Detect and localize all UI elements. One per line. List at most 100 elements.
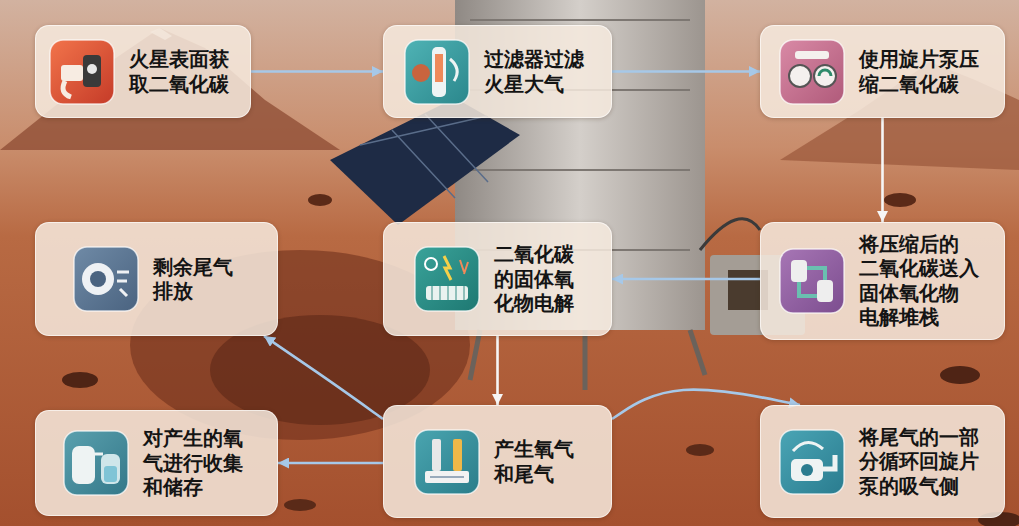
- process-box: 火星表面获 取二氧化碳: [35, 25, 251, 118]
- step-icon: [779, 39, 845, 105]
- icon-part: [101, 454, 120, 484]
- icon-part: [807, 268, 825, 280]
- text-column: 二氧化碳 的固体氧 化物电解: [494, 242, 582, 315]
- cable: [700, 219, 760, 250]
- icon-part: [793, 442, 823, 451]
- process-box: 使用旋片泵压 缩二氧化碳: [760, 25, 1005, 118]
- box-text: 过滤器过滤 火星大气: [484, 47, 592, 96]
- text-column: 使用旋片泵压 缩二氧化碳: [859, 47, 987, 96]
- icon-tile: [50, 40, 114, 104]
- text-column: 过滤器过滤 火星大气: [484, 47, 592, 96]
- icon-part: [450, 59, 457, 81]
- icon-part: [426, 286, 468, 300]
- icon-part: [425, 471, 469, 483]
- box-text: 使用旋片泵压 缩二氧化碳: [859, 47, 987, 96]
- box-text: 将压缩后的 二氧化碳送入 固体氧化物 电解堆栈: [859, 232, 987, 330]
- icon-part: [789, 65, 811, 87]
- rock: [62, 372, 98, 388]
- device-leg: [470, 330, 705, 390]
- flow-arrow: [251, 70, 383, 73]
- step-icon: [414, 429, 480, 495]
- icon-part: [799, 282, 817, 296]
- icon-part: [432, 286, 464, 300]
- text-column: 火星表面获 取二氧化碳: [129, 47, 237, 96]
- step-icon: [49, 39, 115, 105]
- icon-tile: [780, 430, 844, 494]
- icon-part: [817, 280, 833, 302]
- icon-part: [460, 260, 468, 274]
- icon-part: [432, 47, 446, 97]
- icon-tile: [780, 249, 844, 313]
- box-text: 火星表面获 取二氧化碳: [129, 47, 237, 96]
- solar-grid: [360, 114, 488, 198]
- box-text: 二氧化碳 的固体氧 化物电解: [494, 242, 582, 315]
- icon-part: [444, 256, 451, 280]
- icon-tile: [64, 431, 128, 495]
- rock: [686, 444, 714, 456]
- icon-part: [814, 65, 836, 87]
- process-box: 剩余尾气 排放: [35, 222, 278, 336]
- text-column: 剩余尾气 排放: [153, 255, 241, 304]
- step-icon: [73, 246, 139, 312]
- flow-arrow: [496, 336, 499, 405]
- text-column: 对产生的氧 气进行收集 和储存: [143, 426, 251, 499]
- text-column: 产生氧气 和尾气: [494, 437, 582, 486]
- icon-part: [430, 476, 464, 478]
- process-box: 过滤器过滤 火星大气: [383, 25, 612, 118]
- rock: [940, 366, 980, 384]
- icon-part: [63, 81, 71, 97]
- icon-part: [83, 55, 101, 87]
- icon-part: [795, 51, 829, 59]
- icon-part: [61, 65, 83, 81]
- step-icon: [404, 39, 470, 105]
- process-box: 将尾气的一部 分循环回旋片 泵的吸气侧: [760, 405, 1005, 518]
- icon-part: [791, 260, 807, 282]
- icon-part: [453, 439, 462, 471]
- process-box: 产生氧气 和尾气: [383, 405, 612, 518]
- box-text: 产生氧气 和尾气: [494, 437, 582, 486]
- rock: [284, 499, 316, 511]
- icon-part: [104, 466, 117, 482]
- text-column: 将压缩后的 二氧化碳送入 固体氧化物 电解堆栈: [859, 232, 987, 330]
- icon-part: [117, 272, 129, 296]
- flow-arrow: [264, 336, 383, 419]
- step-icon: [779, 429, 845, 495]
- flow-arrow: [612, 70, 760, 73]
- icon-part: [72, 446, 95, 484]
- flow-arrow: [612, 278, 760, 281]
- text-column: 将尾气的一部 分循环回旋片 泵的吸气侧: [859, 425, 987, 498]
- step-icon: [414, 246, 480, 312]
- icon-part: [90, 271, 106, 287]
- step-icon: [63, 430, 129, 496]
- icon-part: [425, 258, 437, 270]
- rock: [884, 193, 916, 207]
- rock: [308, 194, 332, 206]
- icon-part: [432, 439, 441, 471]
- icon-part: [95, 453, 103, 456]
- icon-part: [82, 263, 114, 295]
- box-text: 对产生的氧 气进行收集 和储存: [143, 426, 251, 499]
- icon-tile: [415, 430, 479, 494]
- icon-tile: [780, 40, 844, 104]
- icon-tile: [405, 40, 469, 104]
- process-box: 将压缩后的 二氧化碳送入 固体氧化物 电解堆栈: [760, 222, 1005, 340]
- box-text: 剩余尾气 排放: [153, 255, 241, 304]
- flow-arrow: [278, 462, 383, 465]
- icon-part: [791, 459, 823, 481]
- flow-arrow: [881, 118, 884, 222]
- icon-tile: [415, 247, 479, 311]
- icon-part: [819, 70, 831, 76]
- step-icon: [779, 248, 845, 314]
- icon-part: [801, 464, 813, 476]
- icon-tile: [74, 247, 138, 311]
- process-box: 二氧化碳 的固体氧 化物电解: [383, 222, 612, 336]
- icon-part: [87, 64, 97, 74]
- process-box: 对产生的氧 气进行收集 和储存: [35, 410, 278, 516]
- icon-part: [412, 64, 430, 82]
- icon-part: [435, 54, 443, 82]
- icon-part: [823, 455, 835, 469]
- box-text: 将尾气的一部 分循环回旋片 泵的吸气侧: [859, 425, 987, 498]
